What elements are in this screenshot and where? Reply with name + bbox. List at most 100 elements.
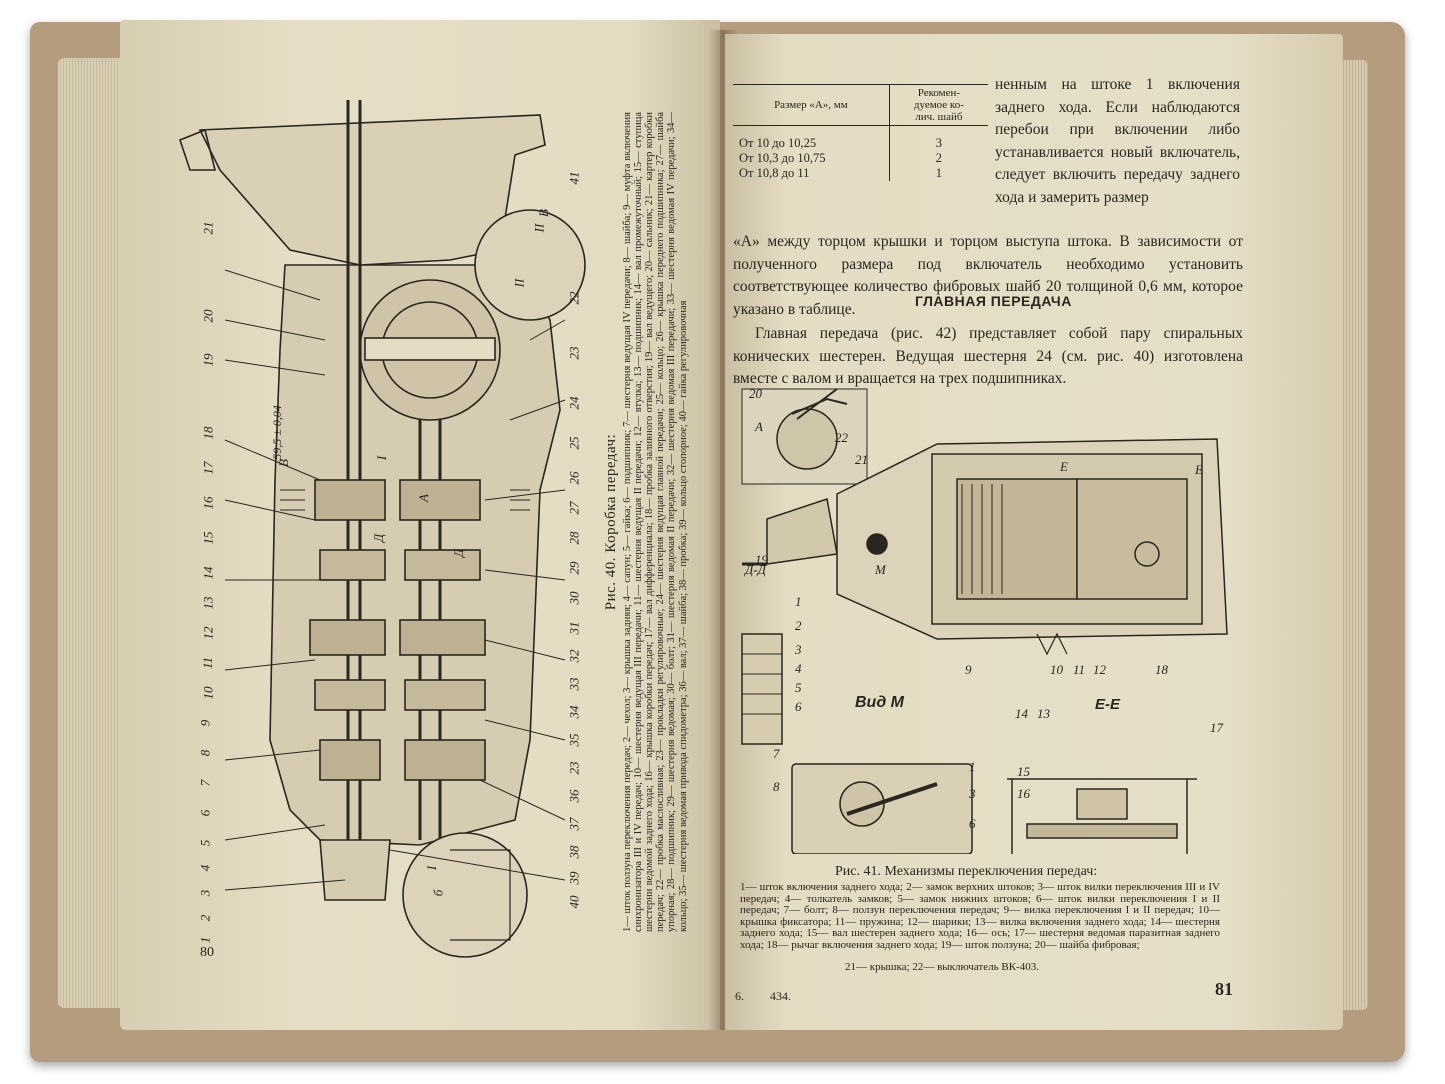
callout: 32	[566, 649, 582, 663]
fig41-label: 7	[773, 746, 780, 761]
section-mark: В	[275, 459, 291, 467]
callout: 25	[566, 436, 582, 450]
callout: 10	[200, 686, 216, 700]
section-mark: Д	[451, 548, 467, 558]
fig41-label: 3	[969, 786, 976, 801]
view-m-label: Вид М	[855, 694, 904, 711]
callout: 18	[200, 426, 216, 440]
table-header-count: Рекомен- дуемое ко- лич. шайб	[889, 84, 988, 126]
fig41-label: 6	[969, 816, 976, 831]
fig41-label: 20	[749, 386, 762, 401]
section-ee-label: Е-Е	[1095, 696, 1121, 713]
fig41-label: 15	[1017, 764, 1030, 779]
callouts-right: 41 22 23 24 25 26 27 28 29 30 31 32 33 3…	[566, 170, 594, 909]
callout: 3	[197, 889, 213, 897]
fig41-label: 6	[795, 699, 802, 714]
section-mark: II	[531, 223, 547, 233]
callout: 23	[566, 761, 582, 775]
fig41-letter: Е	[1195, 462, 1203, 477]
fig41-label: 10	[1050, 662, 1063, 677]
fig41-label: 3	[795, 642, 802, 657]
signature-code: 434.	[770, 989, 791, 1003]
callout: 14	[200, 566, 216, 580]
table-header-size: Размер «А», мм	[733, 84, 890, 126]
fig41-letter: Е	[1060, 459, 1068, 474]
callout: 6	[197, 809, 213, 817]
fig41-label: 1	[795, 594, 802, 609]
figure-41-body: 1— шток включения заднего хода; 2— замок…	[740, 881, 1220, 951]
section-mark: II	[511, 278, 527, 288]
section-dd-label: Д-Д	[745, 562, 766, 577]
table-row: От 10 до 10,25 3	[733, 125, 988, 151]
figure-40-body: 1— шток ползуна переключения передач; 2—…	[621, 112, 689, 932]
callout: 34	[566, 705, 582, 719]
table-cell: От 10 до 10,25	[733, 125, 890, 151]
section-mark: Д	[371, 533, 387, 543]
callout: 21	[200, 221, 216, 235]
fig41-label: 2	[795, 618, 802, 633]
section-mark: А	[415, 494, 431, 502]
callout: 4	[197, 864, 213, 872]
fig41-label: 14	[1015, 706, 1028, 721]
section-paragraph: Главная передача (рис. 42) представляет …	[733, 325, 1243, 387]
table-cell: 1	[935, 166, 943, 180]
right-page: Размер «А», мм Рекомен- дуемое ко- лич. …	[725, 34, 1343, 1030]
spec-table: Размер «А», мм Рекомен- дуемое ко- лич. …	[733, 84, 988, 181]
callout: 2	[197, 914, 213, 922]
callout: 33	[566, 677, 582, 691]
fig41-label: 1	[969, 759, 976, 774]
callout: 1	[197, 936, 213, 944]
page-stack-left	[58, 58, 128, 1008]
callout: 16	[200, 496, 216, 510]
shift-mechanism-drawing	[741, 388, 1228, 854]
callout: 36	[566, 789, 582, 803]
callout: 31	[566, 621, 582, 635]
callout: 38	[566, 845, 582, 859]
table-cell: 3	[935, 136, 943, 150]
callout: 9	[197, 719, 213, 727]
callout: 27	[566, 501, 582, 515]
page-number-right: 81	[1215, 979, 1233, 999]
fig41-label: 21	[855, 452, 868, 467]
callout: 11	[200, 656, 216, 670]
callout: 23	[566, 346, 582, 360]
callout: 19	[200, 353, 216, 367]
callout: 37	[566, 817, 582, 831]
spec-table-wrap: Размер «А», мм Рекомен- дуемое ко- лич. …	[733, 84, 988, 181]
section-mark: I	[424, 865, 440, 871]
fig41-label: 18	[1155, 662, 1168, 677]
left-page: 21 20 19 18 17 16 15 14 13 12 11 10 9 8 …	[120, 20, 720, 1030]
figure-41-title: Рис. 41. Механизмы переключения передач:	[835, 864, 1098, 879]
table-cell: От 10,8 до 11	[733, 166, 890, 181]
page-number-left: 80	[200, 945, 214, 960]
fig41-label: 5	[795, 680, 802, 695]
callout: 15	[200, 531, 216, 545]
callout: 29	[566, 561, 582, 575]
fig41-label: 19	[755, 552, 768, 567]
callout: 17	[200, 461, 216, 475]
callout: 26	[566, 471, 582, 485]
callout: 7	[197, 779, 213, 787]
callout: 12	[200, 626, 216, 640]
signature-mark: 6.	[735, 989, 744, 1003]
fig41-label: 13	[1037, 706, 1050, 721]
fig41-label: 22	[835, 430, 848, 445]
callout: 39	[566, 871, 582, 885]
dimension-label: 59,5 ± 0,04	[269, 405, 284, 460]
callout: 20	[200, 309, 216, 323]
text-beside-table: ненным на штоке 1 включения заднего хода…	[995, 76, 1240, 206]
section-mark: В	[535, 209, 551, 217]
callouts-left: 21 20 19 18 17 16 15 14 13 12 11 10 9 8 …	[197, 220, 228, 944]
callout: 24	[566, 396, 582, 410]
table-row: От 10,8 до 11 1	[733, 166, 988, 181]
callout: 22	[566, 291, 582, 305]
fig41-label: 16	[1017, 786, 1030, 801]
fig41-label: 9	[965, 662, 972, 677]
fig41-label: 4	[795, 661, 802, 676]
callout: 5	[197, 839, 213, 847]
fig41-letter: М	[875, 562, 886, 577]
text-continued: «А» между торцом крышки и торцом выступа…	[733, 233, 1243, 318]
section-title: ГЛАВНАЯ ПЕРЕДАЧА	[915, 293, 1072, 309]
figure-40-title: Рис. 40. Коробка передач:	[603, 433, 619, 611]
fig41-letter: А	[755, 419, 763, 434]
